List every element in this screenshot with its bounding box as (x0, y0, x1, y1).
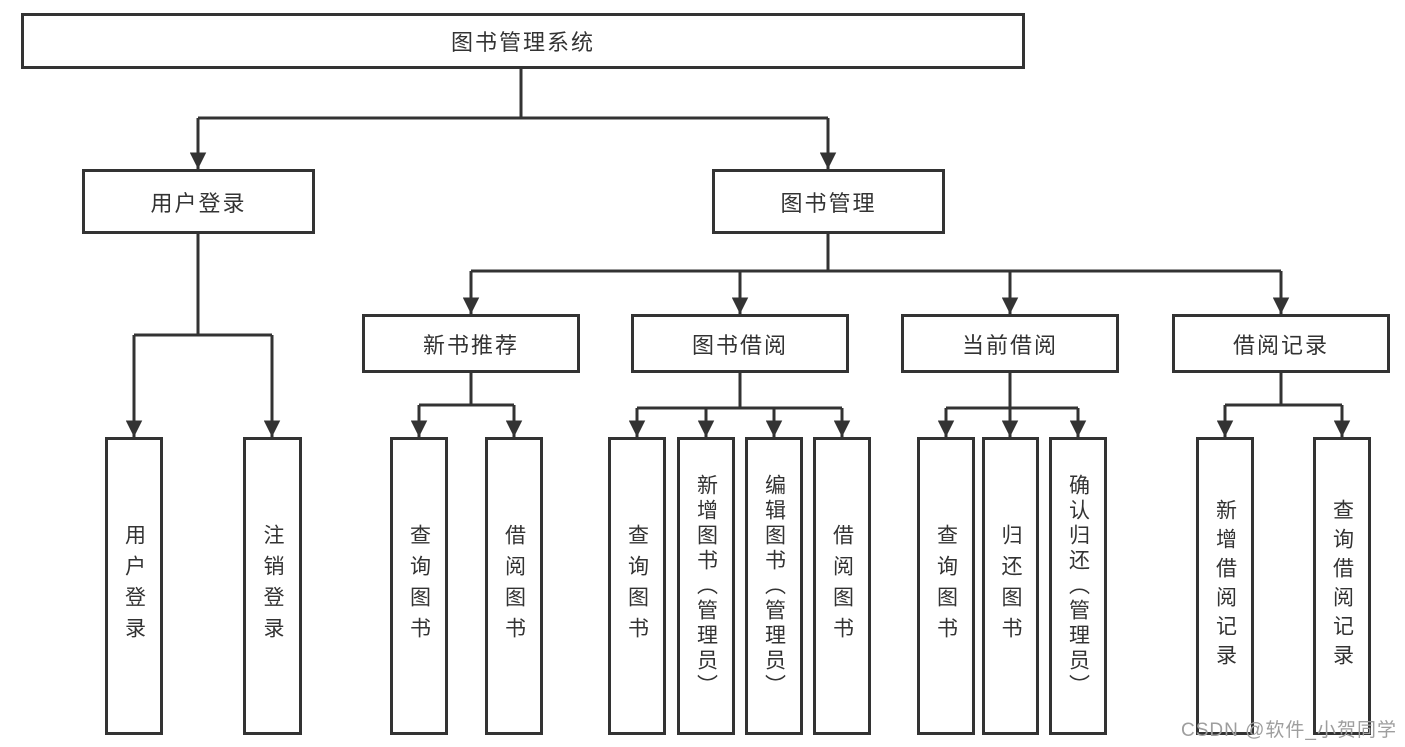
root-node-library-management-system: 图书管理系统 (21, 13, 1025, 69)
node-book-borrowing: 图书借阅 (631, 314, 849, 373)
leaf-borrowing-edit-books-admin: 编辑图书（管理员） (745, 437, 803, 735)
leaf-borrowing-query-books: 查询图书 (608, 437, 666, 735)
leaf-recommend-query-books: 查询图书 (390, 437, 448, 735)
leaf-borrowing-borrow-books: 借阅图书 (813, 437, 871, 735)
node-current-borrowing: 当前借阅 (901, 314, 1119, 373)
node-book-management: 图书管理 (712, 169, 945, 234)
leaf-records-query-record: 查询借阅记录 (1313, 437, 1371, 735)
leaf-logout: 注销登录 (243, 437, 302, 735)
leaf-records-add-record: 新增借阅记录 (1196, 437, 1254, 735)
leaf-current-query-books: 查询图书 (917, 437, 975, 735)
leaf-user-login: 用户登录 (105, 437, 163, 735)
node-new-book-recommend: 新书推荐 (362, 314, 580, 373)
leaf-borrowing-add-books-admin: 新增图书（管理员） (677, 437, 735, 735)
leaf-current-return-books: 归还图书 (982, 437, 1039, 735)
leaf-recommend-borrow-books: 借阅图书 (485, 437, 543, 735)
leaf-current-confirm-return-admin: 确认归还（管理员） (1049, 437, 1107, 735)
node-user-login: 用户登录 (82, 169, 315, 234)
csdn-watermark: CSDN @软件_小贺同学 (1181, 720, 1397, 741)
node-borrowing-records: 借阅记录 (1172, 314, 1390, 373)
